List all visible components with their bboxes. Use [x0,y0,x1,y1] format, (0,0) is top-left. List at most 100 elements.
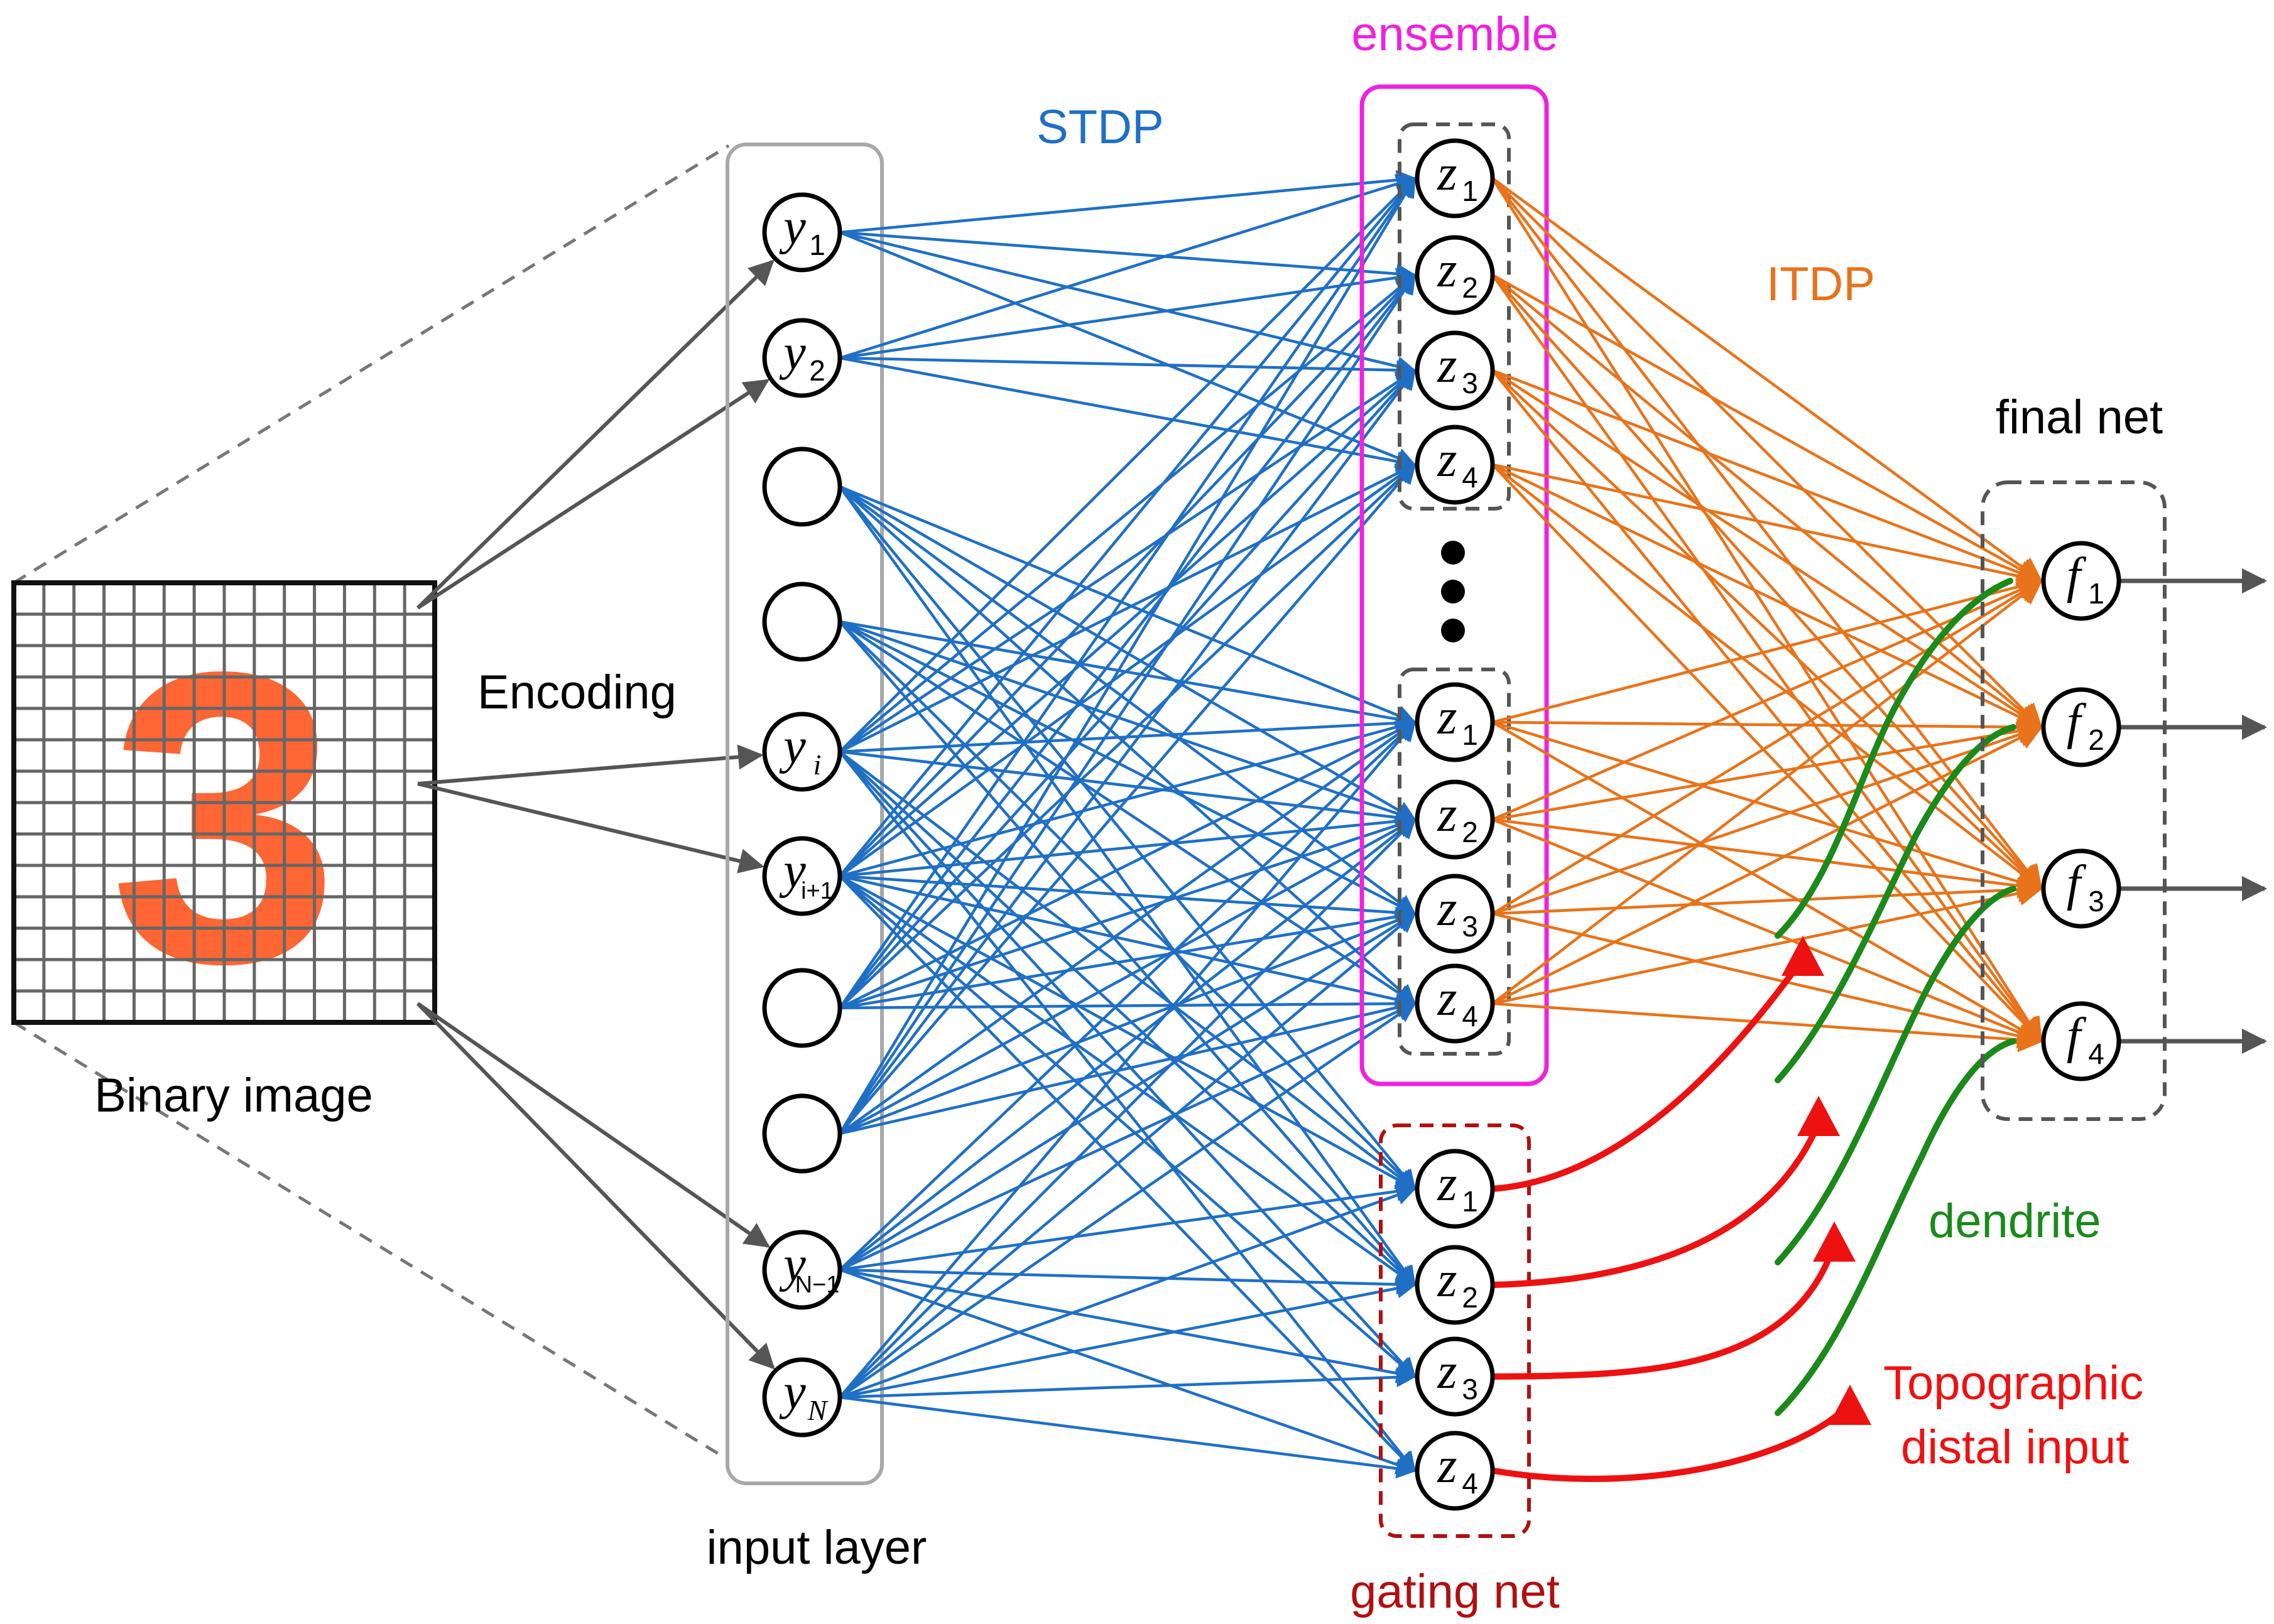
stdp-synapse [839,874,1417,923]
input-layer-box [726,143,884,1485]
ensemble-neuron-variable: z [1437,338,1457,393]
stdp-synapse [839,750,1417,1190]
input-neuron-subscript: 2 [809,354,825,387]
dendrite-curve [1775,885,2016,1265]
input-neuron-circle [762,582,842,662]
stdp-synapse [839,485,1417,725]
input-layer-label: input layer [707,1521,927,1574]
ensemble-neuron-circle [1415,874,1495,954]
stdp-synapse [839,750,1416,1473]
stdp-synapse [839,911,1417,1135]
itdp-synapse [1491,274,2043,582]
itdp-synapse [1492,720,2043,894]
ensemble-neuron-circle [1415,235,1495,315]
input-neuron-subscript: i [813,749,822,781]
itdp-synapse [1492,877,2043,916]
ensemble-label: ensemble [1351,8,1559,61]
gating-arrowhead [1813,1221,1856,1262]
itdp-synapse [1491,177,2043,891]
stdp-synapse [839,1002,1417,1399]
ensemble-neuron-variable: z [1437,146,1457,201]
stdp-synapse [839,174,1417,360]
gating-curve [1491,964,1800,1192]
ensemble-neuron-circle [1415,682,1495,762]
itdp-synapse [1492,818,2043,1045]
ensemble-neuron-subscript: 1 [1462,175,1478,207]
pixel-grid [14,583,435,1022]
stdp-synapse [839,369,1417,753]
output-arrows [2119,568,2267,1054]
itdp-synapse [1492,714,2043,740]
input-neuron-subscript: N [807,1394,829,1426]
stdp-synapse [839,620,1417,916]
gating-neuron-circle [1415,1245,1495,1325]
final-neuron-subscript: 3 [2088,885,2104,918]
topographic-label-line1: Topographic [1883,1356,2143,1410]
stdp-synapse [839,818,1417,1271]
input-neuron-circle [762,1357,842,1437]
input-neuron-circle [762,968,842,1048]
itdp-synapse [1492,1002,2043,1053]
stdp-synapse [839,463,1417,1009]
input-neuron: yN−1 [762,1230,842,1310]
final-neuron-circle [2041,1001,2121,1081]
stdp-synapse [839,750,1417,1287]
stdp-synapse [839,463,1417,877]
input-neuron-variable: y [779,200,806,255]
gating-neuron-variable: z [1437,1252,1457,1307]
input-neuron-circle [762,836,842,916]
itdp-connections [1491,177,2043,1053]
stdp-synapse [839,230,1417,284]
stdp-synapse [839,176,1417,753]
dendrite-label: dendrite [1929,1194,2101,1248]
stdp-synapse [839,875,1417,1286]
input-neuron-variable: y [779,843,806,899]
encoding-arrow [416,1002,775,1370]
final-net-label: final net [1996,391,2163,444]
final-neuron-subscript: 4 [2088,1037,2104,1070]
ensemble-neuron-subscript: 4 [1462,461,1478,494]
ensemble-neuron-circle [1415,963,1495,1044]
stdp-synapse [839,273,1417,877]
input-neuron-subscript: N−1 [795,1272,840,1298]
encoding-arrow [417,744,764,786]
gating-arrowhead [1829,1385,1871,1425]
projection-lines [13,144,730,1462]
stdp-synapse [839,620,1417,1005]
stdp-synapse [839,912,1417,1399]
stdp-synapse [839,720,1417,1010]
input-neuron-circle [762,192,842,273]
stdp-synapse [839,273,1416,1009]
input-neuron-circle [762,712,842,792]
stdp-synapse [839,1268,1417,1475]
ensemble-neuron-circle [1415,425,1495,505]
ensemble-group-b-box [1398,668,1511,1056]
binary-image-label: Binary image [94,1069,373,1122]
input-neuron [762,1093,842,1174]
final-net-box [1981,480,2167,1121]
itdp-synapse [1491,369,2043,729]
input-neuron: yi+1 [762,836,842,916]
ensemble-neuron-circle [1415,330,1495,411]
final-neuron-circle [2041,541,2121,621]
gating-neuron-circle [1415,1149,1495,1229]
stdp-synapse [839,369,1417,1009]
final-neuron-subscript: 1 [2088,577,2104,610]
stdp-synapse [839,1181,1417,1272]
input-neuron-subscript: 1 [809,229,825,261]
